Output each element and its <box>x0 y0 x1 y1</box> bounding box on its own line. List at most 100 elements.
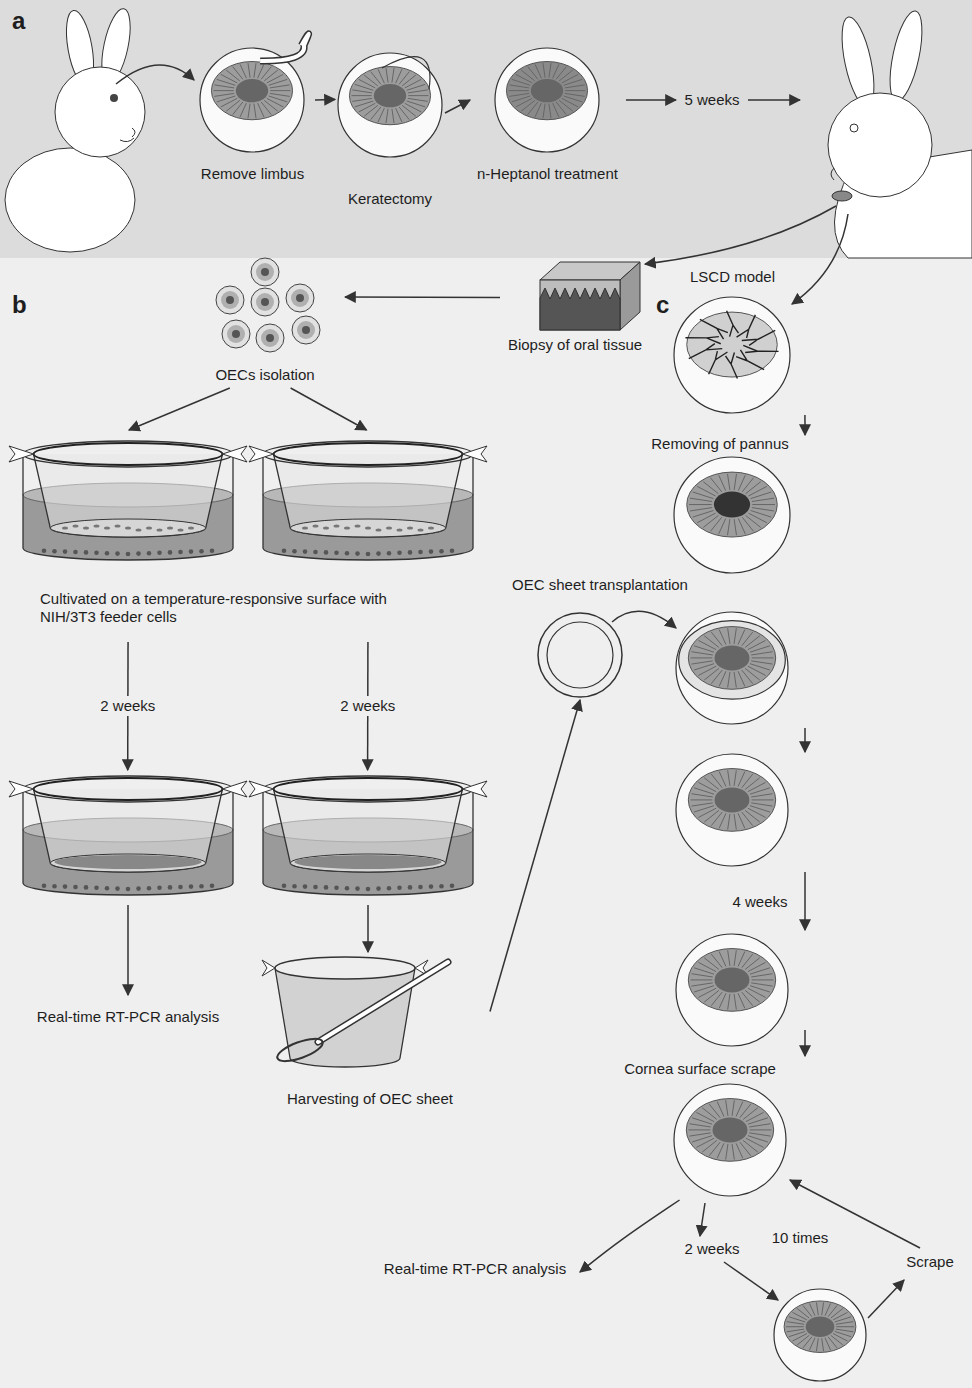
oec <box>167 526 173 529</box>
time-label: 2 weeks <box>684 1240 739 1258</box>
feeder-cell <box>408 550 413 555</box>
step-caption: Cornea surface scrape <box>600 1060 800 1078</box>
panel-letter: b <box>12 292 27 318</box>
leader-arrow <box>645 206 836 264</box>
feeder-cell <box>397 551 402 556</box>
insert-rim <box>34 778 223 800</box>
flow-arrow <box>345 296 500 298</box>
rabbit-head <box>828 93 932 197</box>
well-rim <box>263 776 473 802</box>
iris-lines <box>351 68 428 123</box>
pupil <box>713 1117 748 1142</box>
oec <box>418 528 424 531</box>
feeder-cell <box>355 886 360 891</box>
cell-body <box>261 329 279 347</box>
iris-lines <box>691 950 774 1009</box>
eye <box>674 1084 786 1196</box>
nucleus <box>261 298 269 306</box>
feeder-cell <box>303 884 308 889</box>
feeder-cell <box>42 884 47 889</box>
step-caption: Keratectomy <box>335 190 445 208</box>
nucleus <box>296 294 304 302</box>
leader-arrow <box>748 99 800 101</box>
leader-arrow <box>612 611 676 628</box>
step-group: Keratectomy <box>335 45 445 215</box>
rabbit-ear <box>884 8 929 103</box>
well-rim <box>263 441 473 467</box>
step-caption: OEC sheet transplantation <box>500 576 700 594</box>
insert-rim <box>274 443 463 465</box>
oec <box>115 524 121 527</box>
rabbit-eye <box>850 124 858 132</box>
feeder-cell <box>408 885 413 890</box>
well-wall <box>23 789 233 895</box>
step-label: Scrape <box>906 1253 954 1271</box>
feeder-cell <box>376 886 381 891</box>
feeder-cell <box>355 551 360 556</box>
flow-arrow <box>580 1200 680 1272</box>
feeder-cell <box>313 550 318 555</box>
cell-body <box>291 289 309 307</box>
iris-lines <box>786 1302 854 1351</box>
step-group: Cornea surface scrape <box>600 1058 815 1200</box>
feeder-cell <box>94 886 99 891</box>
feeder-cell <box>73 550 78 555</box>
feeder-cell <box>324 885 329 890</box>
feeder-cell <box>147 551 152 556</box>
eye <box>674 457 790 573</box>
feeder-cell <box>282 549 287 554</box>
time-label: 2 weeks <box>337 696 398 716</box>
vessels <box>685 311 778 379</box>
pupil <box>715 787 750 812</box>
leader-arrow <box>792 214 848 304</box>
oec <box>376 528 382 531</box>
sclera <box>676 934 788 1046</box>
feeder-cell <box>199 884 204 889</box>
oec <box>397 528 403 531</box>
cell-body <box>297 321 315 339</box>
oec <box>344 526 350 529</box>
cell-body <box>227 325 245 343</box>
feeder-cell <box>73 885 78 890</box>
cornea <box>686 1099 773 1162</box>
insert-rim <box>274 778 463 800</box>
leader-arrow <box>724 1262 778 1300</box>
rabbit-head <box>55 67 145 157</box>
oec <box>386 526 392 529</box>
feeder-cell <box>334 551 339 556</box>
oec <box>313 524 319 527</box>
flow-arrow <box>445 100 470 113</box>
cornea <box>688 949 775 1012</box>
feeder-cell <box>292 884 297 889</box>
insert-floor <box>50 854 205 872</box>
rabbit <box>5 6 145 252</box>
sclera <box>495 48 599 152</box>
oec <box>146 526 152 529</box>
eye <box>674 297 790 413</box>
step-group: LSCD model <box>665 266 815 415</box>
oec <box>136 528 142 531</box>
eye <box>676 934 788 1046</box>
time-label: 5 weeks <box>684 91 739 109</box>
well-wall <box>263 454 473 560</box>
feeder-cell <box>84 550 89 555</box>
culture-insert <box>9 441 247 560</box>
leader-arrow <box>367 905 369 952</box>
rabbit-mouth <box>120 128 135 142</box>
flow-arrow <box>315 99 335 101</box>
cell <box>256 324 284 352</box>
cornea <box>688 627 775 690</box>
feeder-cell <box>105 551 110 556</box>
step-caption: LSCD model <box>665 268 800 286</box>
cornea <box>688 769 775 832</box>
oec <box>83 526 89 529</box>
step-caption: OECs isolation <box>185 366 345 384</box>
feeder-cell <box>157 886 162 891</box>
cornea <box>687 472 777 537</box>
well-rim <box>23 776 233 802</box>
pupil <box>374 84 406 107</box>
cell <box>216 286 244 314</box>
feeder-cell <box>147 886 152 891</box>
iris-lines <box>691 628 774 687</box>
